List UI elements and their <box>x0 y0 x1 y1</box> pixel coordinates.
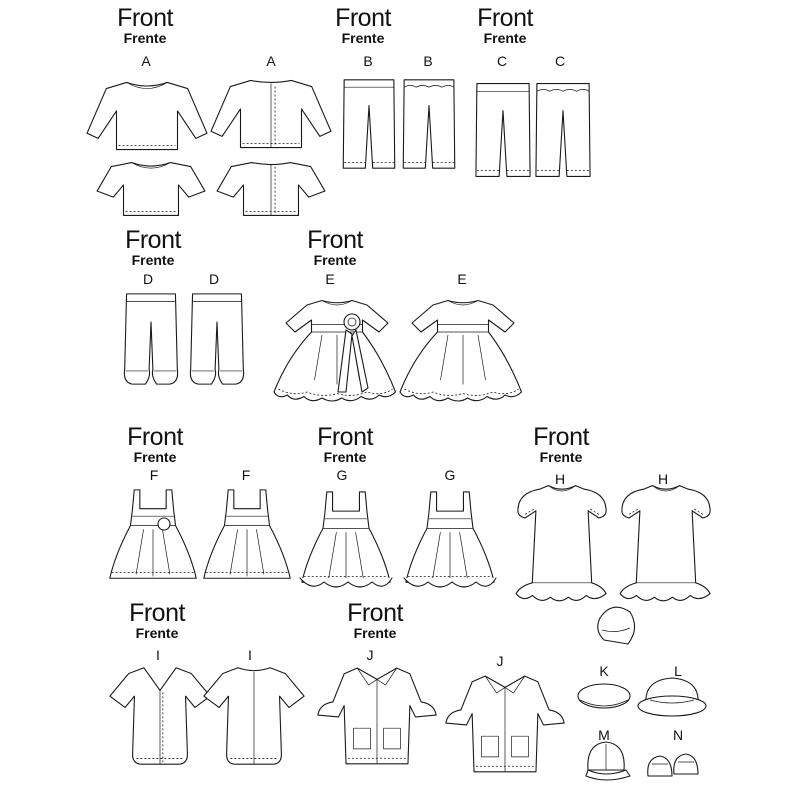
view-m-baseball-cap <box>586 742 630 780</box>
view-label-j-back: J <box>496 653 504 669</box>
view-j-coat-front <box>317 667 437 765</box>
view-j-coat-back <box>445 675 565 773</box>
view-d-capri-back <box>189 293 245 385</box>
view-label-d-front: D <box>142 271 154 287</box>
view-label-n: N <box>672 727 684 743</box>
view-a-jacket-back <box>210 79 332 149</box>
view-n-shoes <box>648 754 698 776</box>
frente-heading: Frente <box>539 449 583 465</box>
frente-heading: Frente <box>341 30 385 46</box>
view-c-pants-back <box>535 83 591 177</box>
view-f-flower <box>158 518 170 530</box>
view-g-ruffle-back <box>404 578 496 587</box>
frente-heading: Frente <box>323 449 367 465</box>
frente-heading: Frente <box>131 252 175 268</box>
section-header-e: Front Frente <box>300 227 370 268</box>
view-label-g-front: G <box>336 467 348 483</box>
view-a-crop-top-back <box>216 161 326 217</box>
front-heading: Front <box>533 423 589 451</box>
view-label-f-back: F <box>241 467 251 483</box>
view-f-jumper-front <box>109 489 197 579</box>
view-label-l: L <box>674 663 682 679</box>
front-heading: Front <box>127 423 183 451</box>
view-e-dress-back <box>399 299 523 402</box>
view-d-capri-front <box>123 293 179 385</box>
section-header-j: Front Frente <box>340 600 410 641</box>
view-label-i-back: I <box>248 647 252 663</box>
front-heading: Front <box>477 4 533 32</box>
section-header-b: Front Frente <box>328 5 398 46</box>
view-g-jumper-back <box>405 491 495 583</box>
view-label-g-back: G <box>444 467 456 483</box>
front-heading: Front <box>117 4 173 32</box>
front-heading: Front <box>347 599 403 627</box>
view-e-flower-sash <box>338 314 368 392</box>
view-label-i-front: I <box>156 647 160 663</box>
frente-heading: Frente <box>133 449 177 465</box>
view-label-c-back: C <box>554 53 566 69</box>
view-g-ruffle-front <box>300 578 392 587</box>
frente-heading: Frente <box>135 625 179 641</box>
front-heading: Front <box>125 226 181 254</box>
view-k-beret <box>578 684 630 708</box>
view-i-shirt-back <box>203 667 305 765</box>
section-header-d: Front Frente <box>118 227 188 268</box>
frente-heading: Frente <box>353 625 397 641</box>
front-heading: Front <box>307 226 363 254</box>
view-f-jumper-back <box>203 489 291 579</box>
view-label-d-back: D <box>208 271 220 287</box>
view-label-m: M <box>598 727 610 743</box>
view-label-c-front: C <box>496 53 508 69</box>
view-label-j-front: J <box>366 647 374 663</box>
view-h-nightgown-front <box>515 485 607 602</box>
view-label-k: K <box>599 663 609 679</box>
view-b-pants-front <box>342 79 396 169</box>
view-a-jacket-front <box>86 81 208 151</box>
view-a-crop-top-front <box>96 161 206 217</box>
view-c-pants-front <box>475 83 531 177</box>
view-label-e-back: E <box>457 271 467 287</box>
section-header-c: Front Frente <box>470 5 540 46</box>
section-header-g: Front Frente <box>310 424 380 465</box>
view-l-bucket-hat <box>638 678 706 716</box>
section-header-f: Front Frente <box>120 424 190 465</box>
view-i-shirt-front <box>109 667 211 765</box>
view-label-b-back: B <box>423 53 433 69</box>
view-b-pants-back <box>402 79 456 169</box>
front-heading: Front <box>129 599 185 627</box>
section-header-h: Front Frente <box>526 424 596 465</box>
section-header-i: Front Frente <box>122 600 192 641</box>
view-e-dress-front <box>273 299 397 402</box>
front-heading: Front <box>335 4 391 32</box>
view-label-f-front: F <box>149 467 159 483</box>
frente-heading: Frente <box>483 30 527 46</box>
view-label-h-back: H <box>657 471 669 487</box>
view-label-a-back: A <box>266 53 276 69</box>
view-label-e-front: E <box>325 271 335 287</box>
view-h-nightgown-back <box>619 485 711 602</box>
frente-heading: Frente <box>313 252 357 268</box>
view-g-jumper-front <box>301 491 391 583</box>
view-label-a-front: A <box>141 53 151 69</box>
view-h-sleep-mask <box>598 607 635 644</box>
view-label-b-front: B <box>363 53 373 69</box>
view-label-h-front: H <box>554 471 566 487</box>
section-header-a: Front Frente <box>110 5 180 46</box>
front-heading: Front <box>317 423 373 451</box>
frente-heading: Frente <box>123 30 167 46</box>
